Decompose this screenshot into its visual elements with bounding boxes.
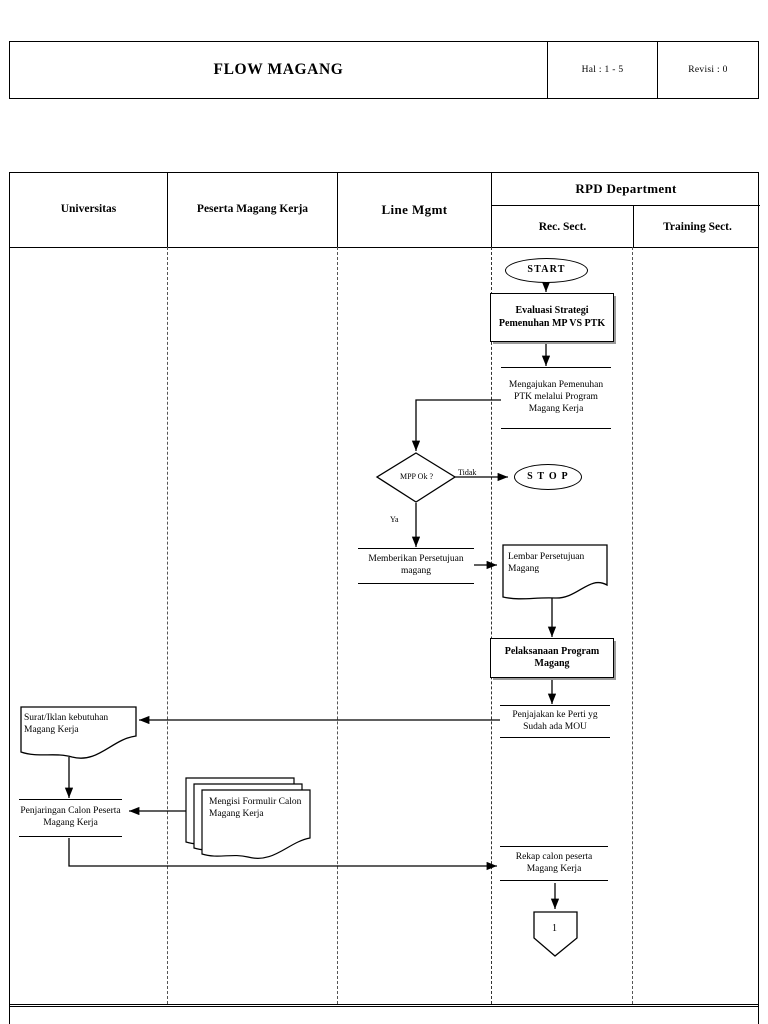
process-mengajukan-pemenuhan-ptk[interactable]: Mengajukan Pemenuhan PTK melalui Program… — [501, 367, 611, 429]
document-label-surat-iklan[interactable]: Surat/Iklan kebutuhan Magang Kerja — [24, 713, 109, 736]
table-bottom-rule — [10, 1006, 758, 1007]
page-number-cell: Hal : 1 - 5 — [547, 42, 657, 98]
lane-divider-1 — [167, 247, 168, 1004]
lane-header-peserta-magang-kerja: Peserta Magang Kerja — [167, 173, 337, 247]
lane-header-line-mgmt: Line Mgmt — [337, 173, 491, 247]
terminator-start[interactable]: START — [505, 258, 588, 283]
process-penjajakan-perti-mou[interactable]: Penjajakan ke Perti yg Sudah ada MOU — [500, 705, 610, 738]
revision-cell: Revisi : 0 — [657, 42, 758, 98]
process-pelaksanaan-program-magang[interactable]: Pelaksanaan Program Magang — [490, 638, 614, 678]
process-rekap-calon-peserta[interactable]: Rekap calon peserta Magang Kerja — [500, 846, 608, 881]
edge-label-ya: Ya — [390, 515, 399, 524]
edge-label-tidak: Tidak — [458, 468, 477, 477]
lane-header-rec-sect: Rec. Sect. — [538, 220, 587, 233]
swimlane-table: Universitas Peserta Magang Kerja Line Mg… — [9, 172, 760, 1007]
table-bottom-stub-row — [9, 1005, 759, 1024]
lane-divider-4 — [632, 247, 633, 1004]
document-title: FLOW MAGANG — [213, 61, 344, 78]
lane-header-rpd-department: RPD Department — [492, 173, 760, 206]
lane-header-training-sect: Training Sect. — [633, 206, 761, 247]
process-penjaringan-calon-peserta[interactable]: Penjaringan Calon Peserta Magang Kerja — [19, 799, 122, 837]
document-label-mengisi-formulir[interactable]: Mengisi Formulir Calon Magang Kerja — [209, 797, 302, 820]
title-block: FLOW MAGANG Hal : 1 - 5 Revisi : 0 — [9, 41, 759, 99]
connector-label-1[interactable]: 1 — [552, 923, 557, 934]
decision-label-mpp-ok[interactable]: MPP Ok ? — [399, 472, 434, 481]
terminator-stop[interactable]: S T O P — [514, 464, 582, 490]
header-separator — [10, 247, 758, 248]
lane-header-universitas: Universitas — [60, 203, 117, 216]
process-evaluasi-strategi[interactable]: Evaluasi Strategi Pemenuhan MP VS PTK — [490, 293, 614, 342]
process-memberikan-persetujuan[interactable]: Memberikan Persetujuan magang — [358, 548, 474, 584]
lane-header-rpd-department-group: RPD Department Rec. Sect. Training Sect. — [491, 173, 760, 247]
lane-divider-3 — [491, 247, 492, 1004]
title-cell: FLOW MAGANG — [10, 42, 547, 98]
lane-divider-2 — [337, 247, 338, 1004]
document-label-lembar-persetujuan[interactable]: Lembar Persetujuan Magang — [508, 552, 585, 575]
lane-header-row: Universitas Peserta Magang Kerja Line Mg… — [10, 173, 760, 247]
